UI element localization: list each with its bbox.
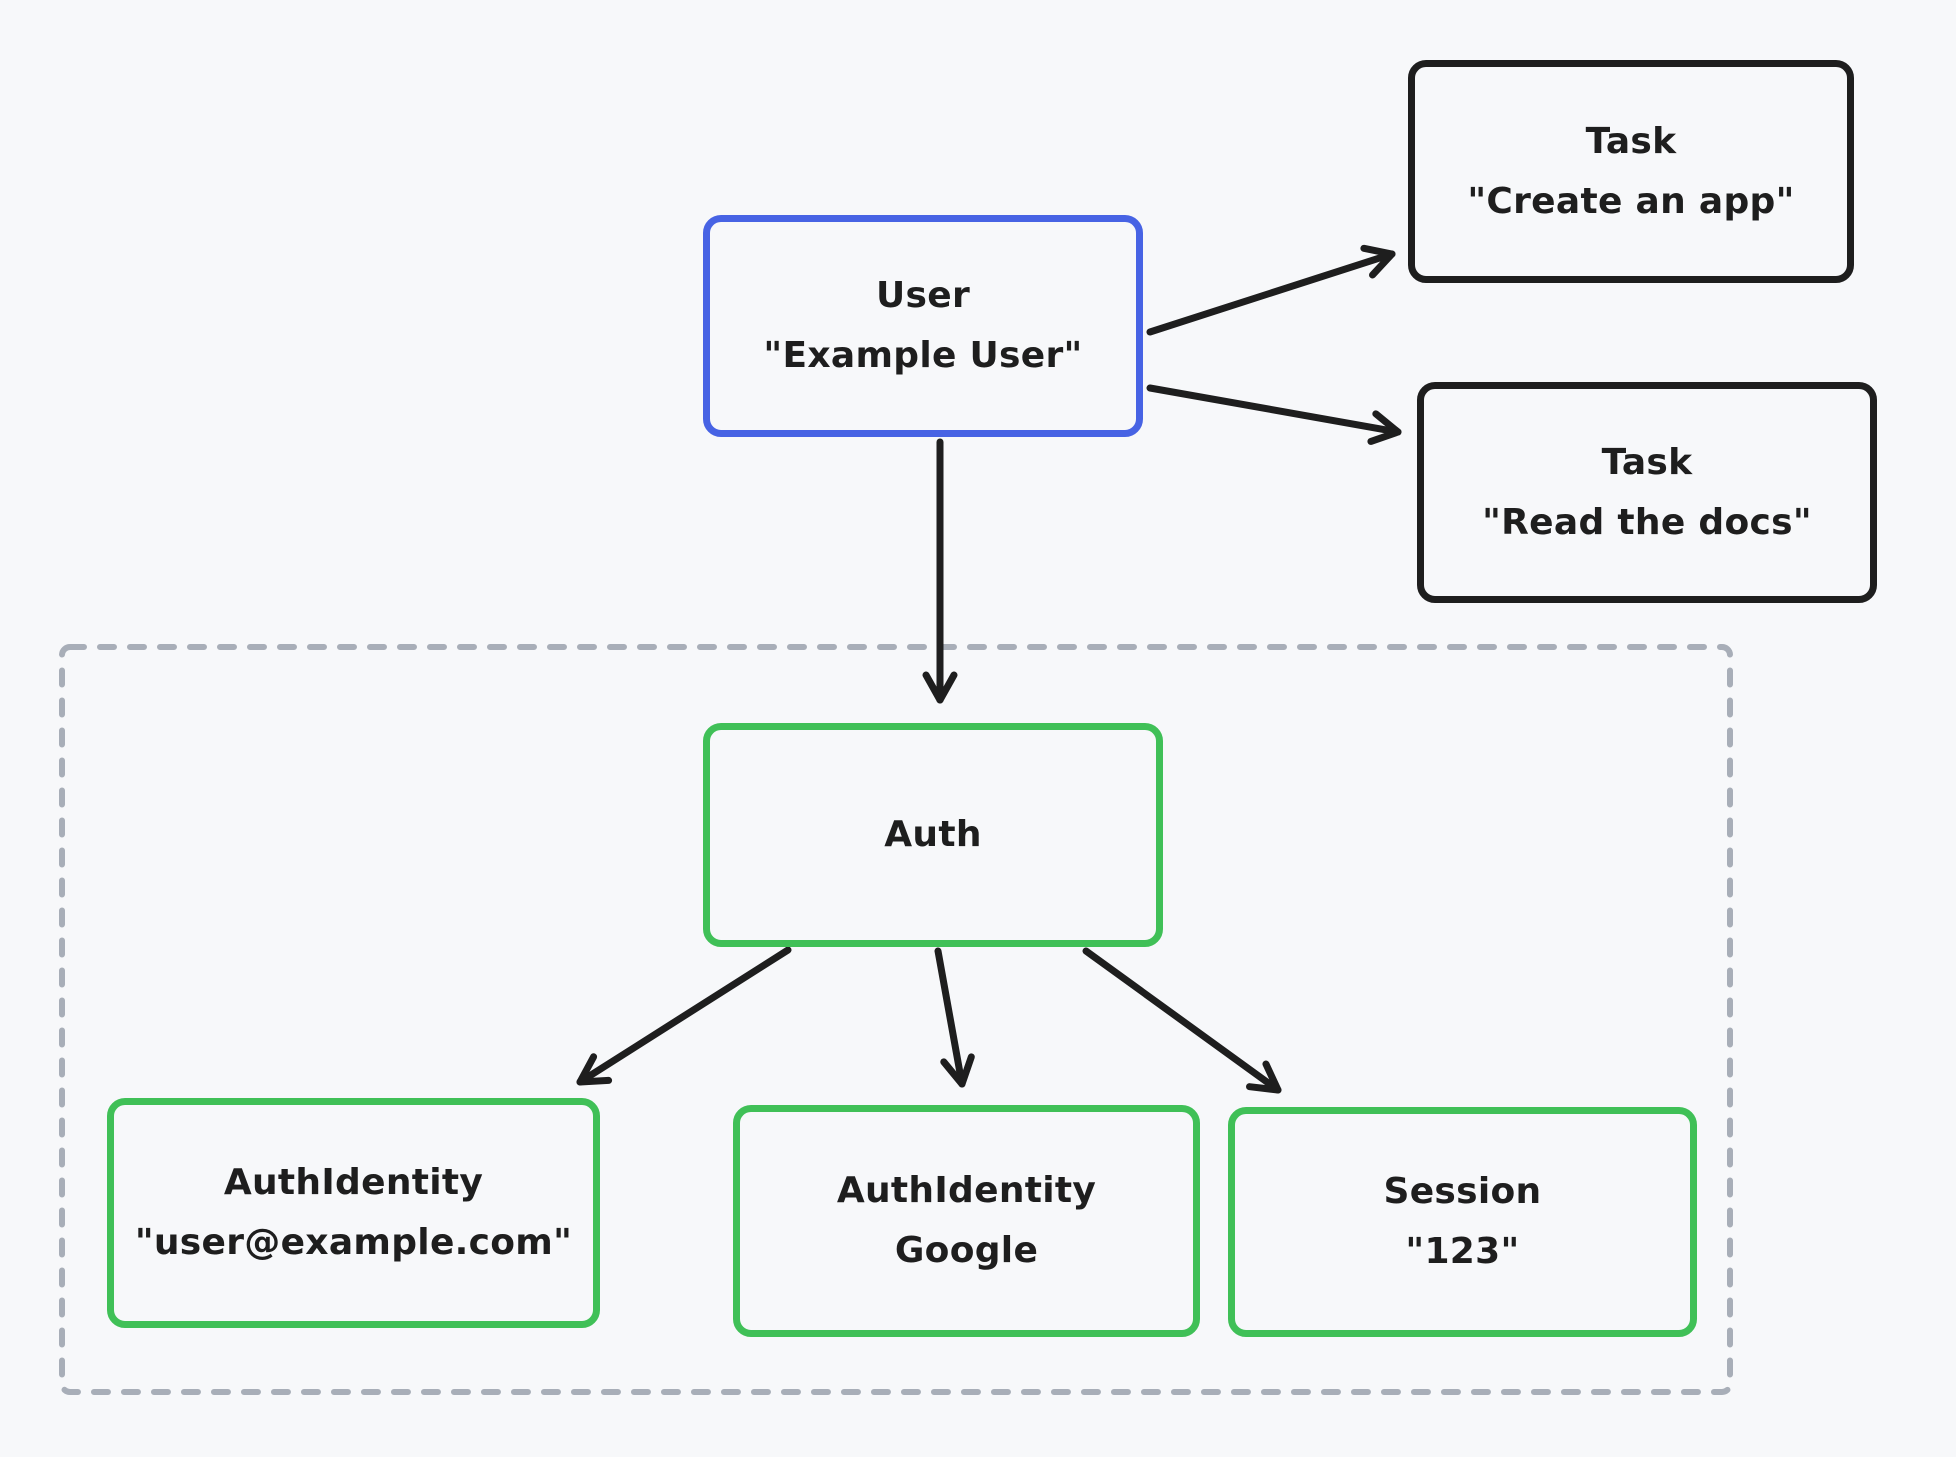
node-user-title: User: [875, 275, 971, 316]
node-auth-identity-google-title: AuthIdentity: [836, 1170, 1097, 1211]
node-session-subtitle: "123": [1405, 1231, 1520, 1272]
node-task-create-subtitle: "Create an app": [1467, 180, 1795, 222]
node-auth-title: Auth: [884, 814, 982, 855]
arrow-auth-to-auth-identity-google: [934, 947, 975, 1088]
node-session: Session "123": [1228, 1107, 1697, 1337]
node-user-subtitle: "Example User": [763, 335, 1083, 376]
node-auth: Auth: [703, 723, 1163, 947]
node-session-title: Session: [1383, 1171, 1542, 1212]
node-task-create: Task "Create an app": [1408, 60, 1854, 283]
node-auth-identity-email-subtitle: "user@example.com": [134, 1222, 573, 1263]
node-auth-identity-email: AuthIdentity "user@example.com": [107, 1098, 600, 1328]
node-task-read-subtitle: "Read the docs": [1482, 501, 1812, 543]
node-task-read: Task "Read the docs": [1417, 382, 1877, 603]
arrow-user-to-task-create: [1146, 244, 1396, 336]
arrow-auth-to-auth-identity-email: [576, 946, 792, 1086]
node-user: User "Example User": [703, 215, 1143, 437]
auth-group-dashed-container: [59, 644, 1733, 1395]
node-auth-identity-google-subtitle: Google: [894, 1230, 1039, 1271]
arrow-auth-to-session: [1082, 947, 1282, 1094]
arrow-user-to-task-read: [1146, 384, 1402, 445]
node-auth-identity-google: AuthIdentity Google: [733, 1105, 1200, 1337]
node-task-read-title: Task: [1601, 441, 1693, 483]
node-auth-identity-email-title: AuthIdentity: [223, 1162, 484, 1203]
node-task-create-title: Task: [1585, 120, 1677, 162]
